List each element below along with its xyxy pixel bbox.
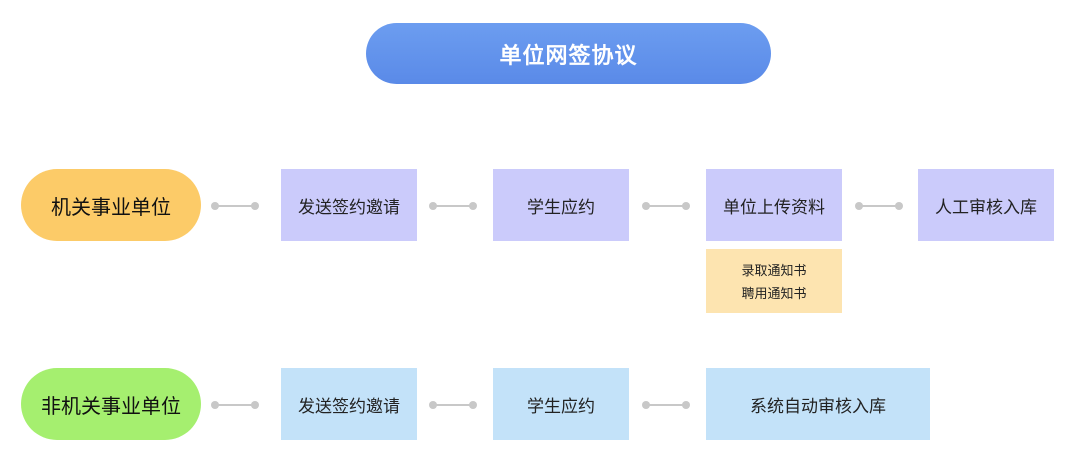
step-send-invitation: 发送签约邀请	[281, 169, 417, 241]
connector	[429, 201, 477, 211]
category-government: 机关事业单位	[21, 169, 201, 241]
connector	[855, 201, 903, 211]
step-manual-review: 人工审核入库	[918, 169, 1054, 241]
connector	[642, 400, 690, 410]
step-student-accept: 学生应约	[493, 368, 629, 440]
step-send-invitation: 发送签约邀请	[281, 368, 417, 440]
connector	[211, 400, 259, 410]
step-student-accept: 学生应约	[493, 169, 629, 241]
upload-docs-box: 录取通知书 聘用通知书	[706, 249, 842, 313]
doc-employment-notice: 聘用通知书	[741, 287, 807, 302]
step-upload-documents: 单位上传资料	[706, 169, 842, 241]
connector	[429, 400, 477, 410]
step-auto-review: 系统自动审核入库	[706, 368, 930, 440]
category-non-government: 非机关事业单位	[21, 368, 201, 440]
connector	[211, 201, 259, 211]
diagram-title: 单位网签协议	[366, 23, 771, 84]
connector	[642, 201, 690, 211]
doc-admission-notice: 录取通知书	[741, 264, 807, 279]
